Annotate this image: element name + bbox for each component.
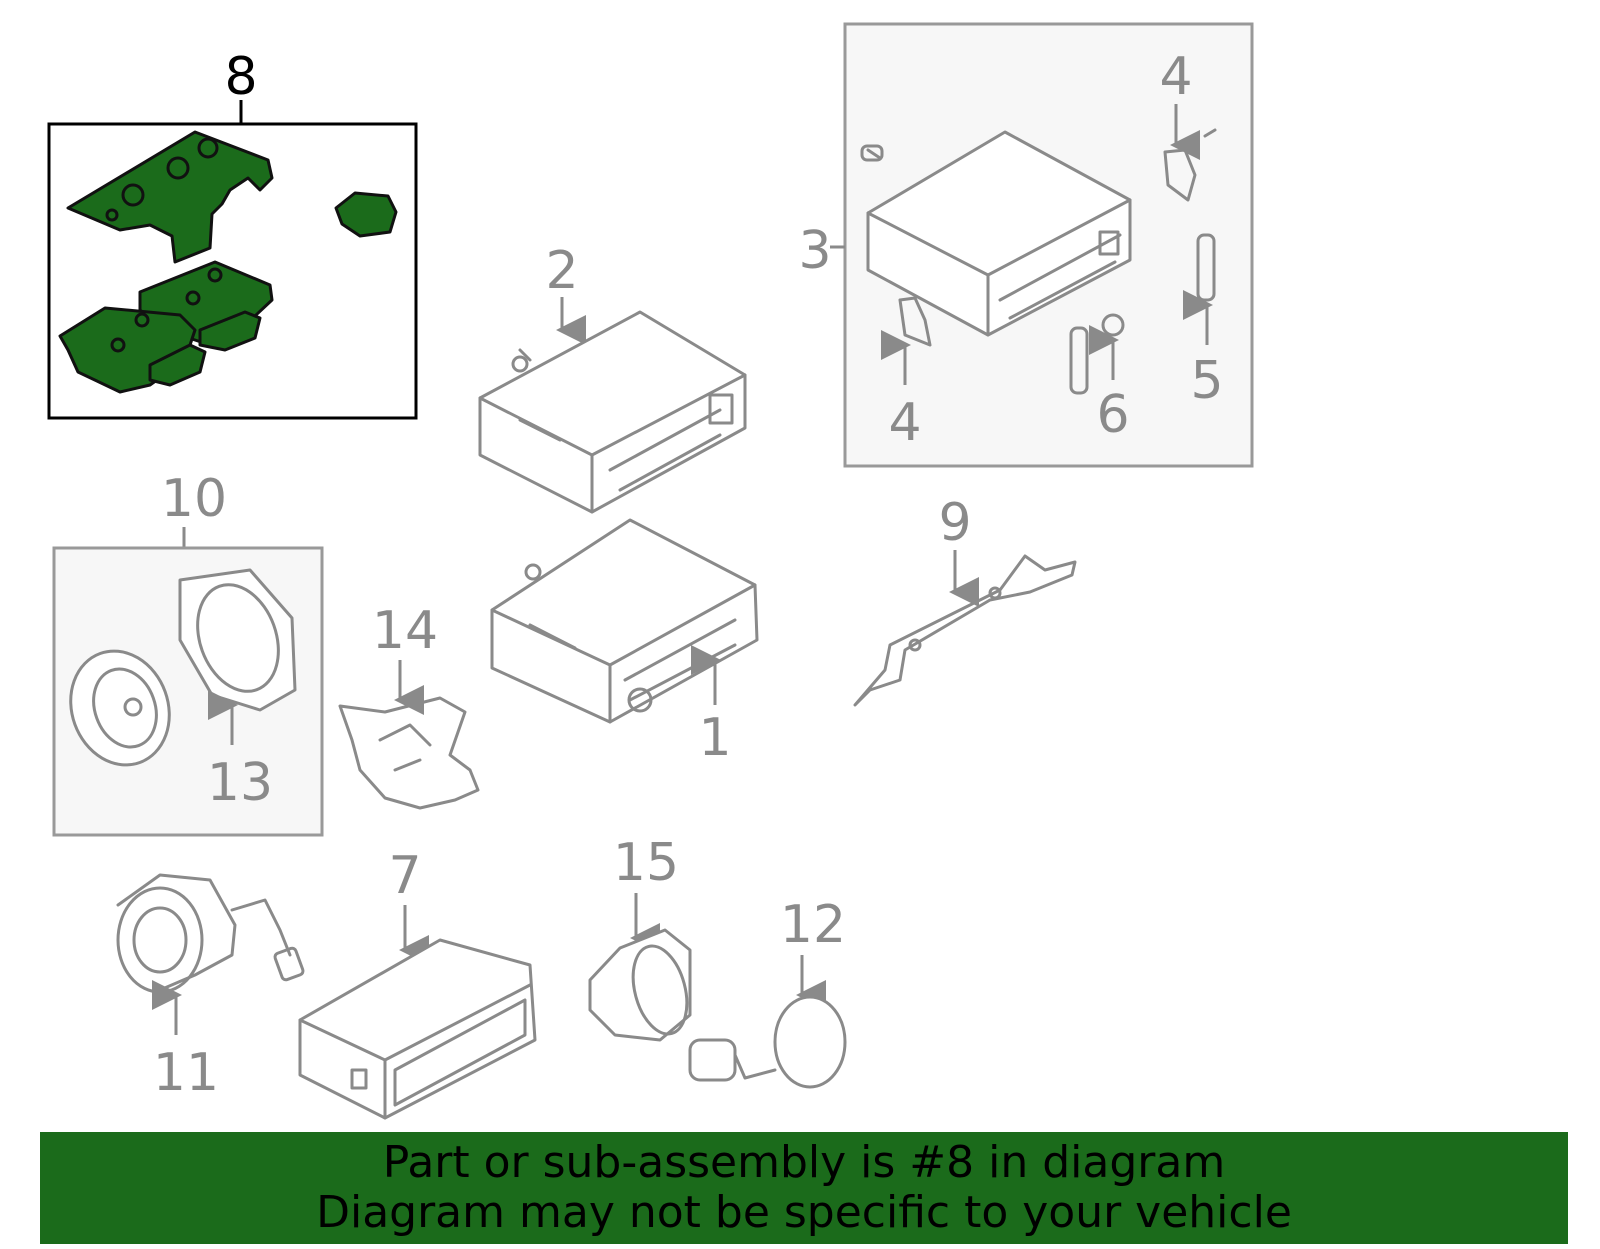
part-9-bracket[interactable]: 9 [853,493,1077,707]
callout-15[interactable]: 15 [613,833,679,893]
callout-10[interactable]: 10 [161,469,227,529]
callout-4-top[interactable]: 4 [1159,47,1192,107]
callout-14[interactable]: 14 [372,601,438,661]
part-11-motor[interactable]: 11 [116,873,305,1103]
callout-2[interactable]: 2 [545,241,578,301]
part-15-adapter[interactable]: 15 [588,833,696,1042]
part-2-radio[interactable]: 2 [478,241,747,514]
part-12-tweeter[interactable]: 12 [688,895,847,1089]
part-8-clip[interactable] [334,191,398,238]
part-10-speaker[interactable] [55,637,185,779]
callout-8[interactable]: 8 [224,47,257,107]
callout-3[interactable]: 3 [798,221,831,281]
callout-9[interactable]: 9 [938,493,971,553]
callout-1[interactable]: 1 [698,708,731,768]
part-8-bracket[interactable] [66,130,274,264]
part-8-speaker-lower[interactable] [58,306,207,394]
part-8-group[interactable]: 8 [47,47,418,420]
callout-6[interactable]: 6 [1096,385,1129,445]
callout-13[interactable]: 13 [207,753,273,813]
banner-line-2: Diagram may not be specific to your vehi… [316,1187,1292,1238]
part-14-cover[interactable]: 14 [338,601,480,810]
banner-line-1: Part or sub-assembly is #8 in diagram [382,1137,1226,1188]
part-13-gasket[interactable] [178,568,297,712]
callout-4-bottom[interactable]: 4 [888,393,921,453]
part-4-bracket-bottom[interactable] [898,296,932,347]
part-7-pocket[interactable]: 7 [298,846,537,1120]
callout-5[interactable]: 5 [1190,351,1223,411]
part-1-radio[interactable]: 1 [490,518,759,768]
info-banner: Part or sub-assembly is #8 in diagram Di… [40,1132,1568,1244]
callout-7[interactable]: 7 [388,846,421,906]
part-4-bracket-top[interactable] [1163,148,1197,202]
part-3-group[interactable]: 3 4 4 5 6 [798,22,1254,468]
callout-11[interactable]: 11 [153,1043,219,1103]
callout-12[interactable]: 12 [780,895,846,955]
part-10-group[interactable]: 10 13 [52,469,324,837]
